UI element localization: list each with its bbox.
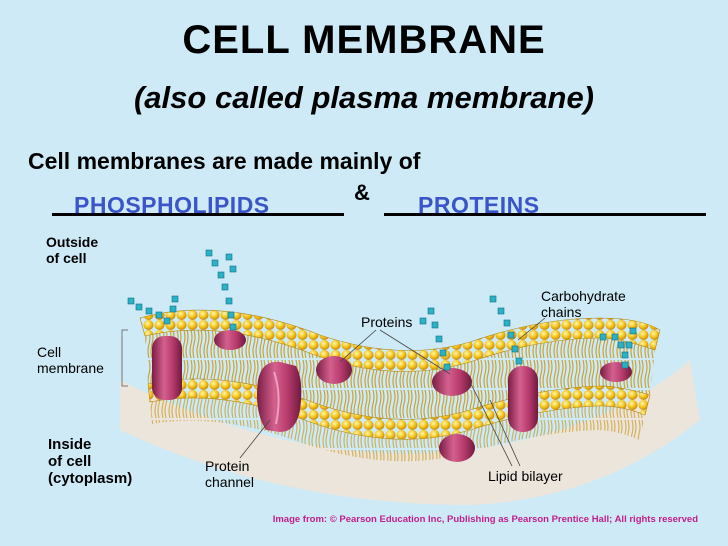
answer-proteins: PROTEINS: [418, 192, 540, 218]
inside-label: Inside of cell (cytoplasm): [48, 436, 132, 487]
lipid-bilayer-label: Lipid bilayer: [488, 468, 563, 484]
leader-lines: [239, 317, 546, 467]
protein-left: [152, 336, 182, 400]
carbohydrate-chains: [127, 249, 637, 371]
protein-channel-label-line1: Protein: [205, 458, 250, 474]
protein-left-top: [214, 330, 246, 350]
image-credit: Image from: © Pearson Education Inc, Pub…: [272, 514, 698, 525]
inside-label-line1: Inside: [48, 436, 92, 453]
protein-channel-label: Protein channel: [205, 458, 254, 490]
answer-phospholipids: PHOSPHOLIPIDS: [74, 192, 270, 218]
lipid-tails: [145, 330, 655, 420]
proteins-label: Proteins: [361, 314, 413, 330]
inside-label-line2: of cell: [48, 453, 92, 470]
inside-label-line3: (cytoplasm): [48, 470, 133, 487]
statement-text: Cell membranes are made mainly of: [28, 148, 421, 174]
carbohydrate-label-line1: Carbohydrate: [541, 288, 626, 304]
protein-middle: [316, 356, 352, 384]
cell-membrane-label-line2: membrane: [37, 360, 104, 376]
carbohydrate-label-line2: chains: [541, 304, 582, 320]
protein-center-bottom: [439, 434, 475, 462]
protein-center: [432, 368, 472, 396]
cell-membrane-label: Cell membrane: [37, 344, 104, 376]
carbohydrate-label: Carbohydrate chains: [541, 288, 626, 320]
page-title: CELL MEMBRANE: [182, 18, 546, 62]
answer-blank-2: [384, 213, 706, 216]
membrane-bracket: [121, 329, 128, 387]
page-subtitle: (also called plasma membrane): [133, 80, 595, 115]
outside-label-line2: of cell: [46, 250, 87, 266]
cytoplasm-region: [120, 360, 700, 505]
answer-ampersand: &: [354, 180, 370, 205]
protein-channel-label-line2: channel: [205, 474, 255, 490]
outside-label-line1: Outside: [46, 234, 99, 250]
protein-right: [508, 366, 538, 432]
answer-blank-1: [52, 213, 344, 216]
outside-label: Outside of cell: [46, 234, 98, 266]
cell-membrane-label-line1: Cell: [37, 344, 62, 360]
